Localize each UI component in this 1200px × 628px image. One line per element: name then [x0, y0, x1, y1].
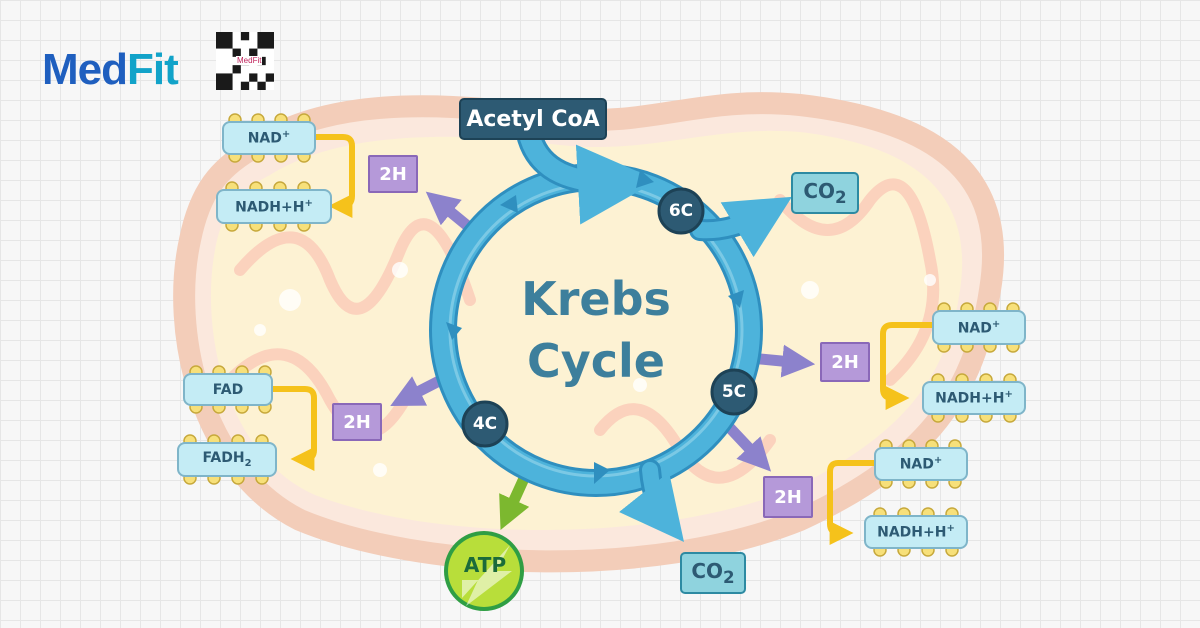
hydrogen-label: 2H: [774, 486, 802, 508]
diagram-title-line1: Krebs: [521, 272, 671, 326]
nad-carrier-box: NAD+: [222, 121, 316, 155]
nad-label: NAD: [247, 130, 282, 147]
fad-carrier-box: FAD: [183, 373, 273, 406]
hydrogen-label: 2H: [343, 411, 371, 433]
nadh-label: NADH+H: [935, 390, 1005, 407]
hydrogen-box-right: 2H: [820, 342, 870, 382]
hydrogen-box-top-left: 2H: [368, 155, 418, 193]
nad-carrier-box: NAD+: [874, 447, 968, 481]
nadh-carrier-box: NADH+H+: [216, 189, 332, 224]
nad-label: NAD: [899, 456, 934, 473]
atp-badge: [444, 531, 524, 611]
hydrogen-label: 2H: [379, 163, 407, 185]
nadh-label: NADH+H: [877, 524, 947, 541]
fad-label: FAD: [212, 381, 244, 398]
nadh-carrier-box: NADH+H+: [922, 381, 1026, 415]
carrier-arrows: [269, 134, 936, 545]
fadh2-carrier-box: FADH2: [177, 442, 277, 477]
hydrogen-box-left: 2H: [332, 403, 382, 441]
nad-label: NAD: [957, 320, 992, 337]
node-4c-label: 4C: [472, 414, 498, 434]
co2-bottom-label: CO2: [691, 559, 735, 587]
hydrogen-label: 2H: [831, 351, 859, 373]
nad-carrier-box: NAD+: [932, 310, 1026, 345]
atp-label: ATP: [463, 553, 507, 577]
acetyl-coa-box: Acetyl CoA: [459, 98, 607, 140]
brand-logo-part2: Fit: [127, 45, 179, 94]
node-6c-label: 6C: [668, 201, 694, 221]
qr-code-icon: [216, 32, 274, 90]
co2-top-box: CO2: [791, 172, 859, 214]
acetyl-coa-label: Acetyl CoA: [466, 106, 600, 132]
qr-code-label: MedFit: [236, 56, 263, 65]
nadh-label: NADH+H: [235, 199, 305, 216]
brand-logo-part1: Med: [42, 45, 128, 94]
brand-logo: MedFit: [42, 45, 179, 94]
cycle-direction-chevrons: [446, 170, 744, 484]
cycle-flow-arrows: [517, 125, 792, 542]
fadh-label: FADH: [202, 450, 245, 467]
cycle-nodes: [461, 187, 758, 448]
co2-bottom-box: CO2: [680, 552, 746, 594]
atp-arrow: [499, 468, 532, 531]
hydrogen-box-bottom-right: 2H: [763, 476, 813, 518]
node-5c-label: 5C: [721, 382, 747, 402]
diagram-title-line2: Cycle: [527, 334, 665, 388]
co2-top-label: CO2: [803, 179, 847, 207]
nadh-carrier-box: NADH+H+: [864, 515, 968, 549]
